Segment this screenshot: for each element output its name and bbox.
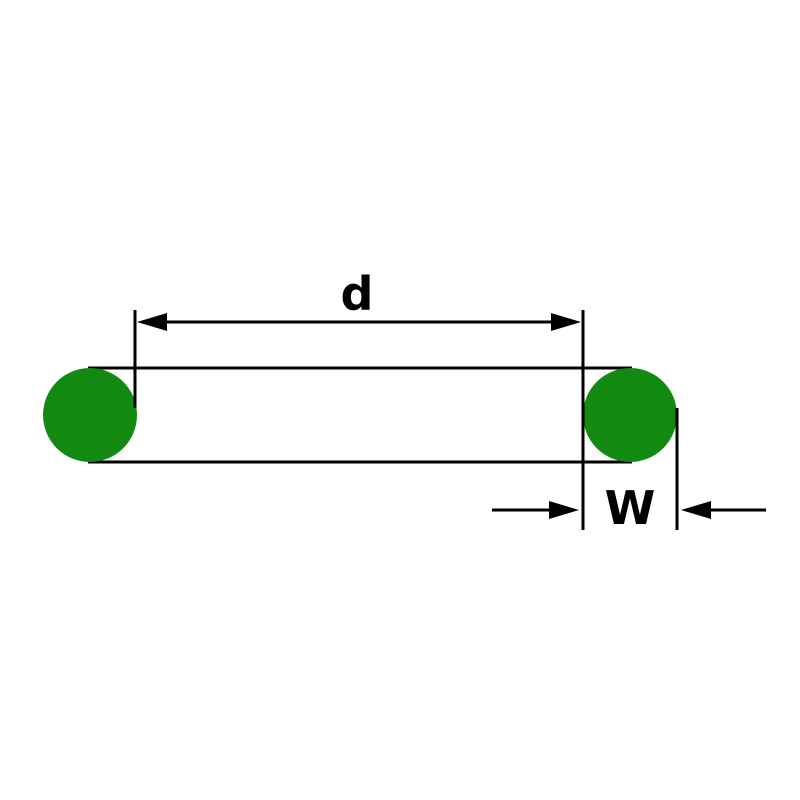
d-arrowhead-right-icon	[551, 313, 581, 331]
d-arrowhead-left-icon	[137, 313, 167, 331]
w-arrowhead-left-icon	[549, 501, 579, 519]
o-ring-right-cross-section-circle	[583, 368, 677, 462]
dimension-label-d: d	[341, 267, 374, 321]
o-ring-left-cross-section-circle	[43, 368, 137, 462]
dimension-label-w: W	[605, 481, 656, 535]
w-arrowhead-right-icon	[681, 501, 711, 519]
